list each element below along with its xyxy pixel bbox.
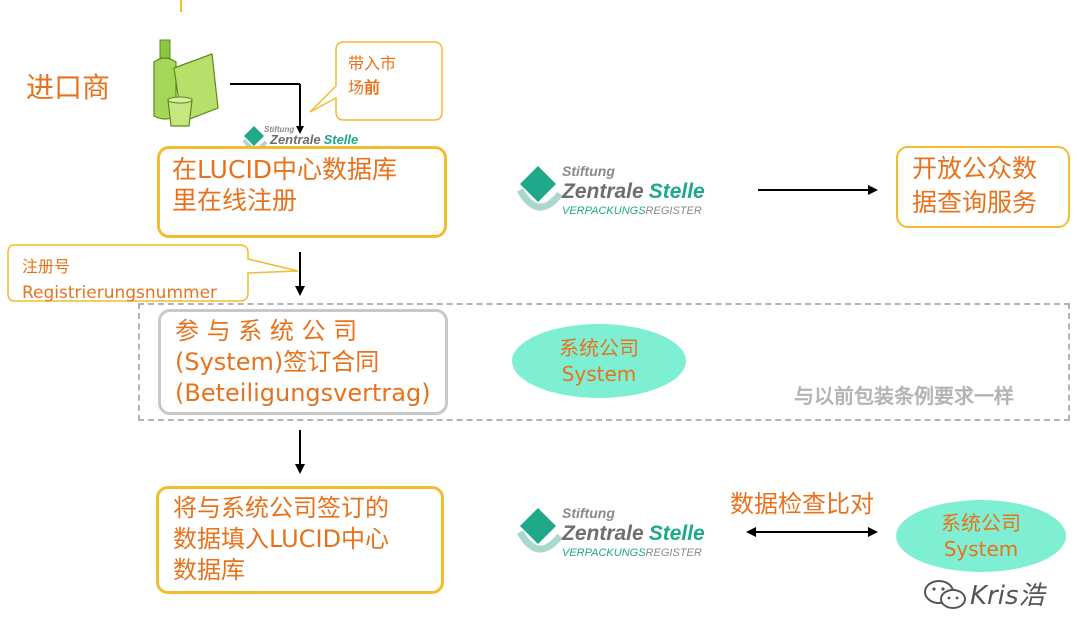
- callout-market-shape: [309, 41, 443, 121]
- register-box-line1: 在LUCID中心数据库: [172, 155, 398, 184]
- system-contract-line1: 参 与 系 统 公 司: [175, 317, 358, 345]
- callout-market-line2a: 场: [348, 78, 365, 97]
- callout-reg-line1: 注册号: [22, 257, 71, 276]
- register-box-line2: 里在线注册: [172, 186, 298, 215]
- zsvr-1-sub: VERPACKUNGSREGISTER: [562, 205, 702, 217]
- importer-label: 进口商: [26, 71, 111, 104]
- ellipse-2-line2: System: [943, 537, 1019, 561]
- watermark-text: Kris浩: [970, 581, 1045, 611]
- enter-data-line2: 数据填入LUCID中心: [173, 525, 390, 553]
- enter-data-line3: 数据库: [173, 556, 245, 584]
- same-requirements-region: [138, 303, 1070, 421]
- data-check-arrow: [746, 527, 878, 537]
- ellipse-1-line1: 系统公司: [559, 336, 639, 360]
- importer-connector: [230, 83, 304, 134]
- callout-reg-shape: [7, 244, 299, 302]
- zsvr-small-stiftung: Stiftung: [264, 125, 294, 134]
- callout-market-line1: 带入市: [348, 54, 397, 73]
- public-service-box: 开放公众数 据查询服务: [896, 146, 1070, 228]
- ellipse-2-line1: 系统公司: [941, 511, 1021, 535]
- zsvr-2-sub: VERPACKUNGSREGISTER: [562, 547, 702, 559]
- enter-data-box: 将与系统公司签订的 数据填入LUCID中心 数据库: [156, 486, 444, 594]
- products-icon: [153, 39, 219, 127]
- callout-reg-line2: Registrierungsnummer: [22, 283, 218, 303]
- system-company-ellipse-2: 系统公司 System: [896, 500, 1066, 572]
- public-service-line1: 开放公众数: [912, 154, 1038, 183]
- zsvr-1-stiftung: Stiftung: [562, 163, 615, 179]
- register-box: 在LUCID中心数据库 里在线注册: [157, 146, 447, 238]
- arrow-register-to-system: [295, 252, 305, 296]
- ellipse-1-line2: System: [561, 362, 637, 386]
- arrow-system-to-enter: [295, 430, 305, 474]
- callout-market: 带入市 场前: [348, 52, 396, 100]
- wechat-icon: [924, 580, 966, 609]
- system-contract-line3: (Beteiligungsvertrag): [175, 379, 431, 407]
- callout-market-line2b: 前: [364, 78, 381, 97]
- system-company-ellipse-1: 系统公司 System: [512, 324, 686, 398]
- same-as-before-label: 与以前包装条例要求一样: [794, 384, 1014, 408]
- system-contract-box: 参 与 系 统 公 司 (System)签订合同 (Beteiligungsve…: [158, 309, 448, 415]
- top-fragment: [180, 0, 182, 12]
- enter-data-line1: 将与系统公司签订的: [173, 494, 389, 522]
- callout-market-line2: 场前: [348, 76, 396, 100]
- system-contract-line2: (System)签订合同: [175, 348, 380, 376]
- data-check-label: 数据检查比对: [730, 490, 874, 518]
- zsvr-2-stiftung: Stiftung: [562, 505, 615, 521]
- callout-reg: 注册号 Registrierungsnummer: [22, 254, 217, 306]
- public-service-arrow: [758, 185, 878, 195]
- public-service-line2: 据查询服务: [912, 188, 1038, 217]
